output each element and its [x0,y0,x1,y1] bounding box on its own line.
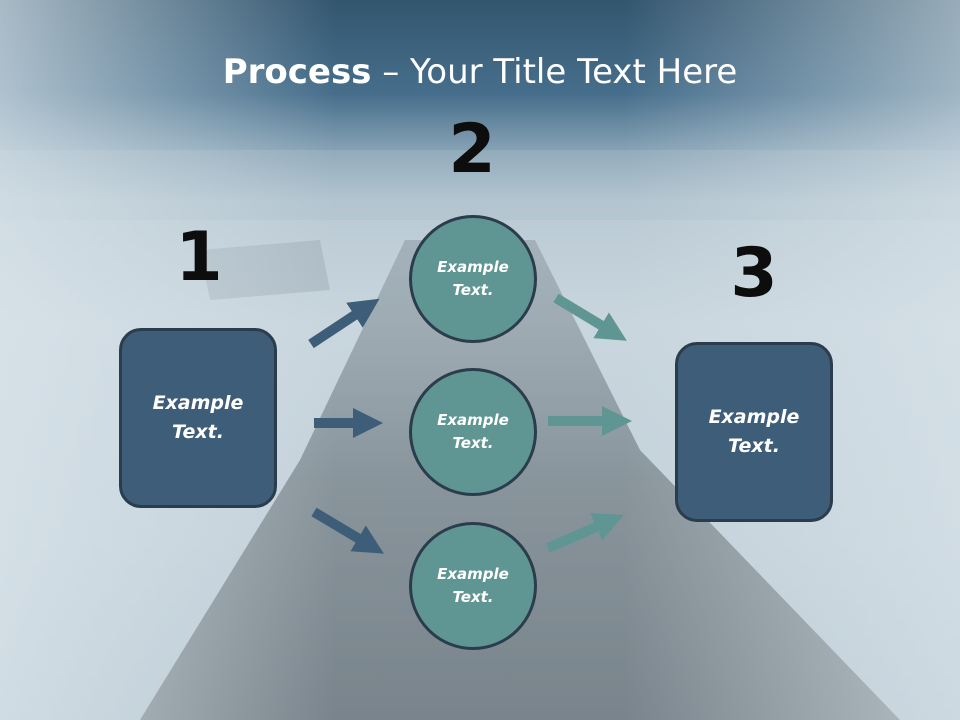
left-process-box[interactable]: Example Text. [119,328,277,508]
title-bold: Process [222,52,372,92]
circle-top[interactable]: Example Text. [409,215,537,343]
arrow-left-down-icon [311,507,384,554]
left-box-line-2: Text. [172,421,224,443]
arrow-right-down-icon [553,293,627,341]
circle-middle[interactable]: Example Text. [409,368,537,496]
right-box-line-2: Text. [728,435,780,457]
title-rest: – Your Title Text Here [371,52,738,92]
slide-title: Process – Your Title Text Here [0,52,960,92]
circle-middle-line-1: Example [437,411,509,429]
circle-bottom[interactable]: Example Text. [409,522,537,650]
right-process-box[interactable]: Example Text. [675,342,833,522]
left-box-line-1: Example [152,392,244,414]
step-number-1: 1 [175,218,223,297]
circle-top-line-2: Text. [452,281,494,299]
arrow-right-up-icon [546,513,624,553]
right-box-line-1: Example [708,406,800,428]
step-number-3: 3 [730,234,778,313]
circle-middle-line-2: Text. [452,434,494,452]
step-number-2: 2 [448,110,496,189]
arrow-left-up-icon [308,298,380,349]
circle-top-line-1: Example [437,258,509,276]
circle-bottom-line-1: Example [437,565,509,583]
circle-bottom-line-2: Text. [452,588,494,606]
